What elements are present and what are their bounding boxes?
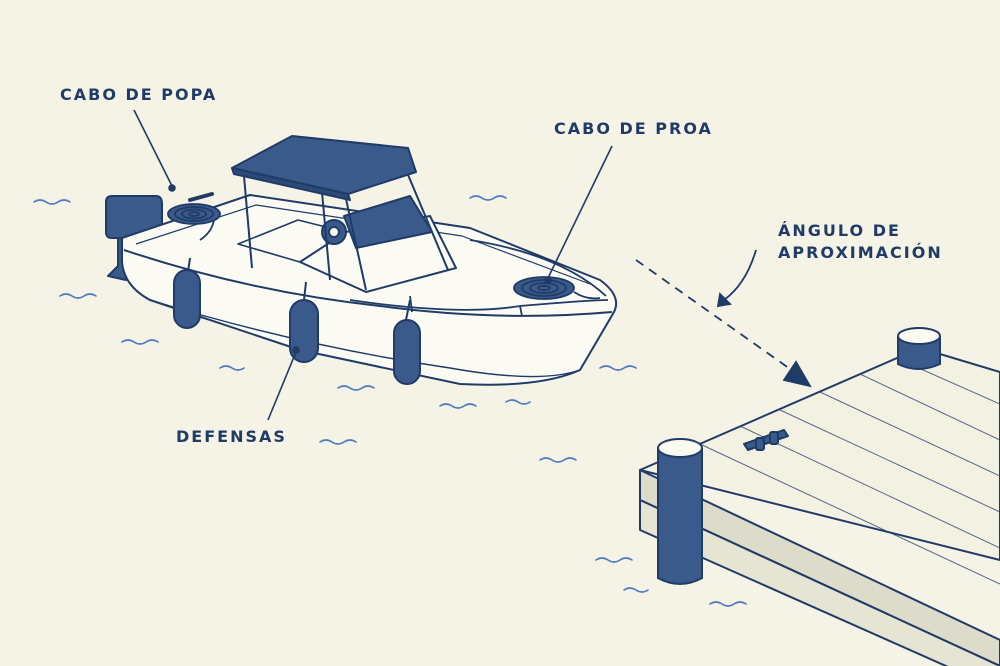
cleat-icon: [743, 429, 789, 451]
water-ripples: [33, 195, 747, 607]
fenders-label: DEFENSAS: [176, 427, 287, 446]
approach-angle-label-line2: APROXIMACIÓN: [778, 243, 943, 262]
stern-line-label: CABO DE POPA: [60, 85, 218, 104]
dock-piling-back: [897, 327, 941, 370]
bow-line-coil: [513, 276, 601, 300]
console: [299, 195, 457, 293]
dock: [639, 347, 1000, 666]
stern-line-coil: [167, 192, 221, 241]
bow-line-label: CABO DE PROA: [554, 119, 713, 138]
dock-planks: [699, 357, 1000, 585]
bow-rail: [349, 239, 609, 317]
bimini-top: [231, 135, 449, 291]
approach-angle-label-line1: ÁNGULO DE: [778, 221, 901, 240]
approach-angle-arrow: [716, 249, 757, 308]
approach-angle-label: ÁNGULO DE APROXIMACIÓN: [778, 220, 943, 264]
dock-piling-front: [657, 438, 703, 585]
approach-path-arrow: [635, 259, 812, 388]
leader-lines: [133, 109, 613, 421]
